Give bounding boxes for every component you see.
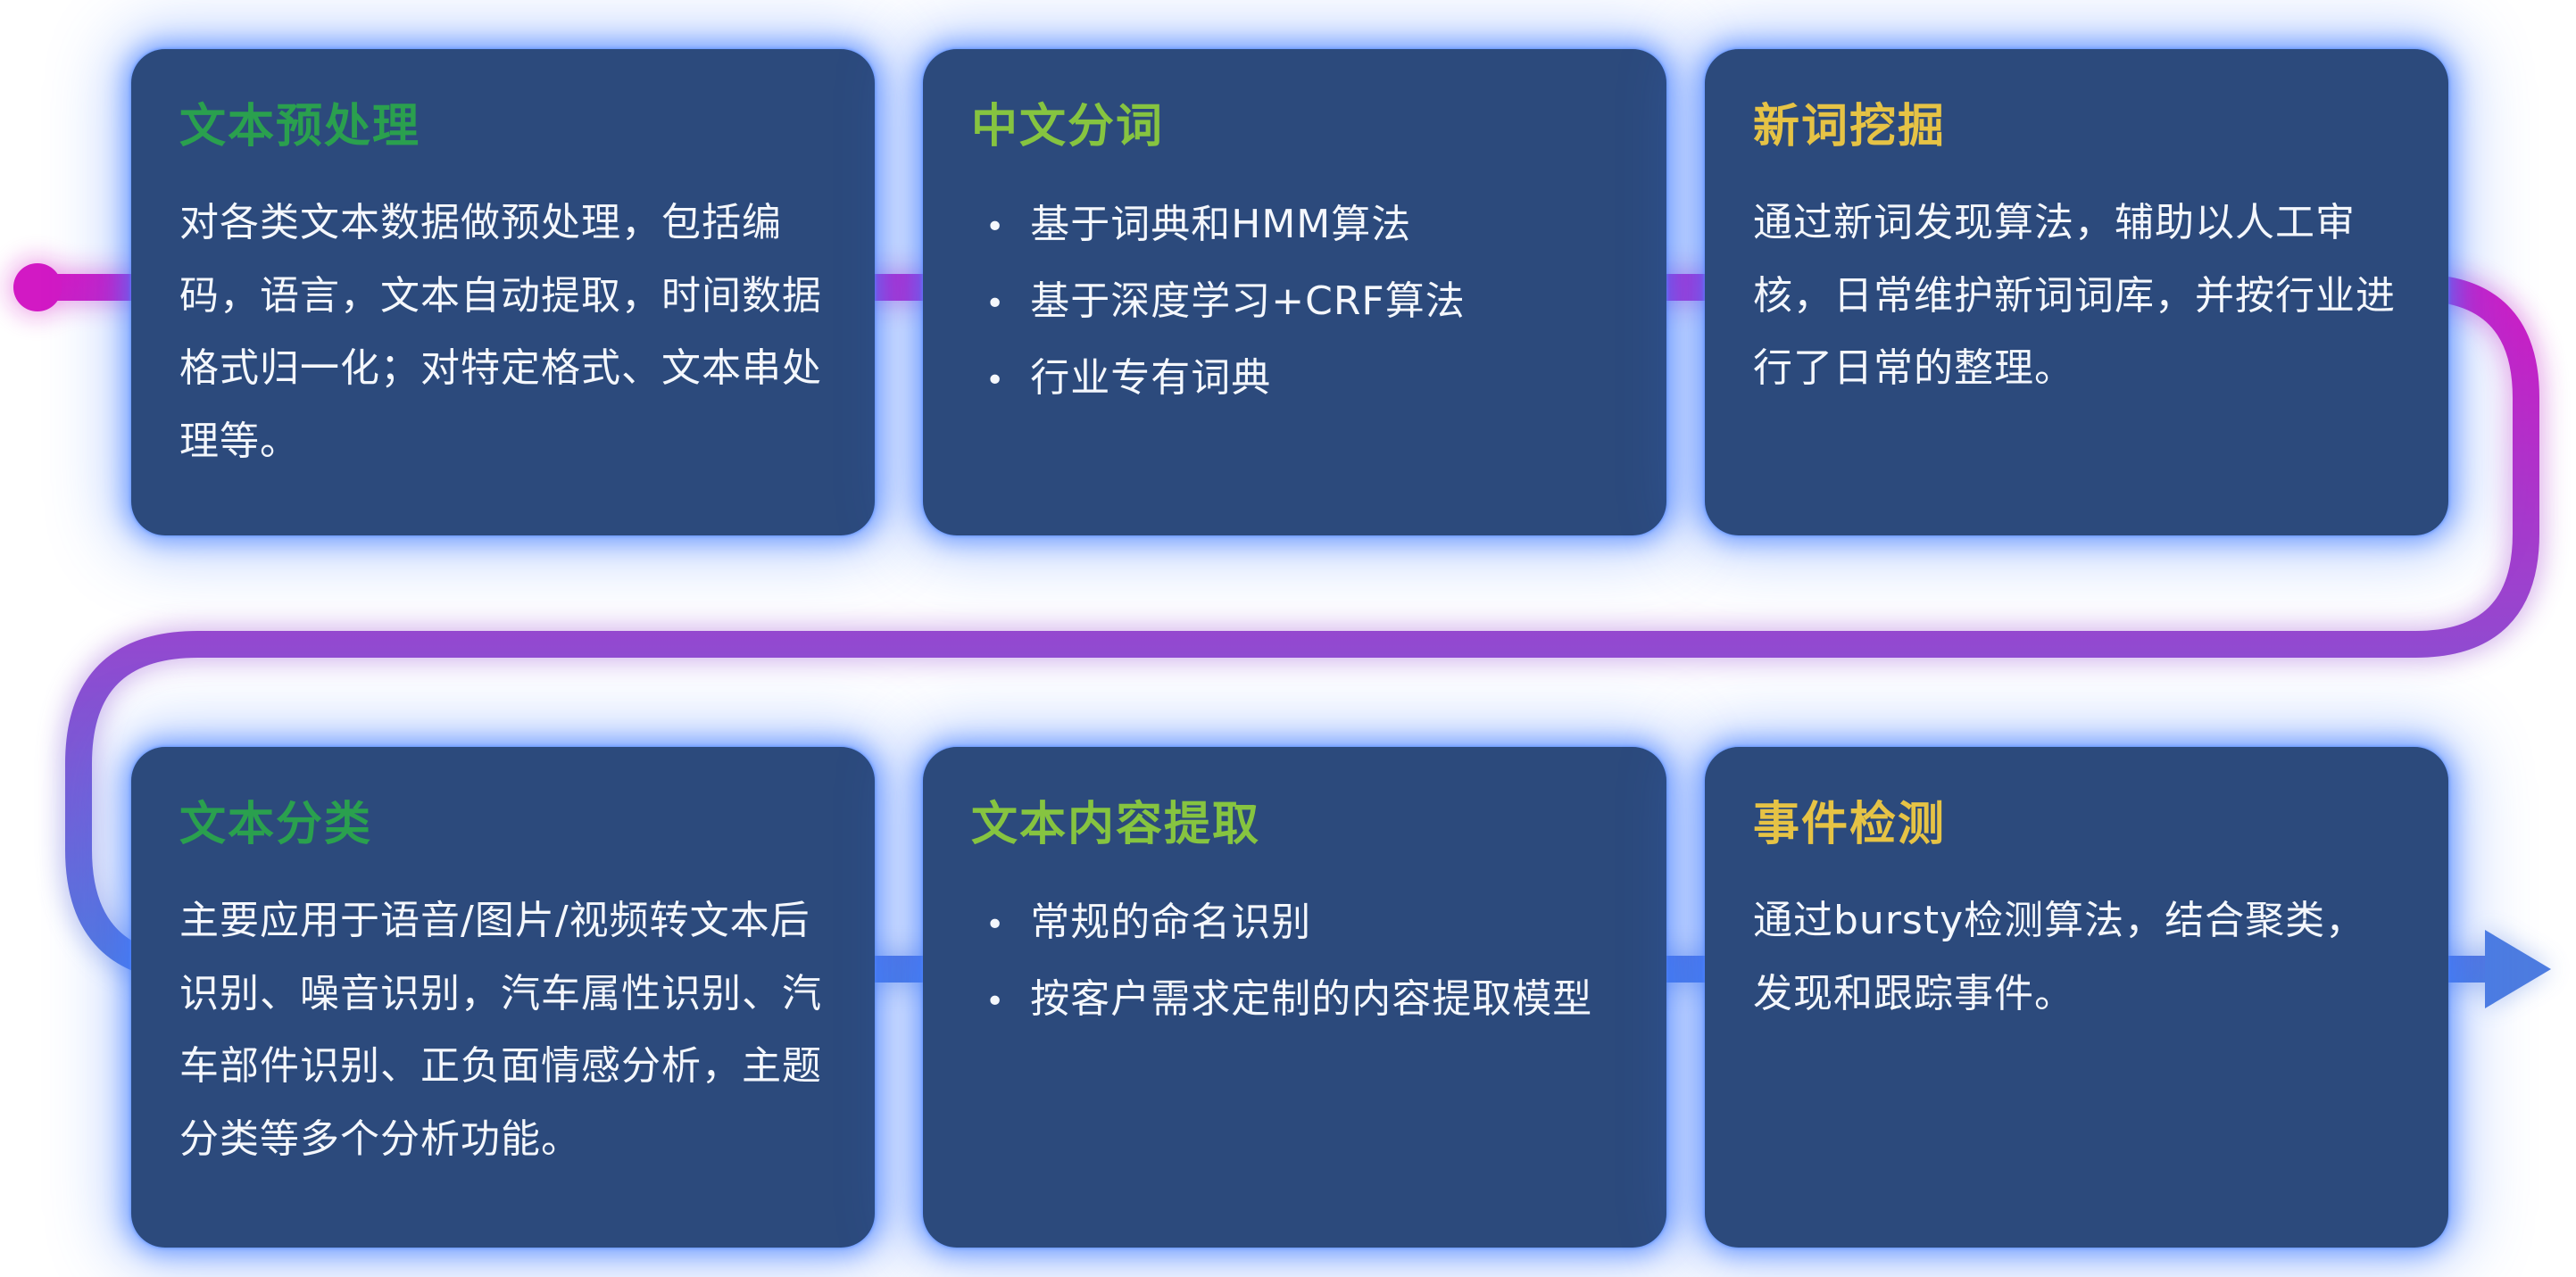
bullet-item: • 行业专有词典 (971, 340, 1620, 417)
bullet-text: 常规的命名识别 (1030, 900, 1312, 946)
bullet-item: • 按客户需求定制的内容提取模型 (971, 961, 1620, 1038)
card-text-content-extraction: 文本内容提取 • 常规的命名识别 • 按客户需求定制的内容提取模型 (923, 747, 1666, 1248)
card-bullet-list: • 基于词典和HMM算法 • 基于深度学习+CRF算法 • 行业专有词典 (971, 187, 1620, 416)
bullet-text: 基于深度学习+CRF算法 (1030, 278, 1466, 325)
card-title: 新词挖掘 (1753, 100, 1947, 153)
card-title: 事件检测 (1753, 798, 1947, 851)
bullet-icon: • (985, 907, 1006, 944)
flow-arrow-icon (2485, 930, 2551, 1008)
card-body-text: 通过bursty检测算法，结合聚类，发现和跟踪事件。 (1753, 898, 2366, 1016)
bullet-item: • 基于词典和HMM算法 (971, 187, 1620, 263)
bullet-icon: • (985, 361, 1006, 399)
card-event-detection: 事件检测 通过bursty检测算法，结合聚类，发现和跟踪事件。 (1705, 747, 2448, 1248)
flow-path (37, 274, 2539, 983)
bullet-item: • 基于深度学习+CRF算法 (971, 263, 1620, 340)
bullet-item: • 常规的命名识别 (971, 884, 1620, 961)
bullet-icon: • (985, 209, 1006, 246)
card-body-text: 对各类文本数据做预处理，包括编码，语言，文本自动提取，时间数据格式归一化；对特定… (179, 200, 822, 464)
card-body-text: 主要应用于语音/图片/视频转文本后识别、噪音识别，汽车属性识别、汽车部件识别、正… (179, 898, 822, 1162)
card-title: 文本预处理 (179, 100, 421, 153)
card-new-word-mining: 新词挖掘 通过新词发现算法，辅助以人工审核，日常维护新词词库，并按行业进行了日常… (1705, 49, 2448, 535)
card-title: 中文分词 (971, 100, 1165, 153)
bullet-text: 行业专有词典 (1030, 354, 1272, 401)
bullet-text: 基于词典和HMM算法 (1030, 202, 1412, 248)
card-body-text: 通过新词发现算法，辅助以人工审核，日常维护新词词库，并按行业进行了日常的整理。 (1753, 200, 2396, 392)
bullet-icon: • (985, 983, 1006, 1021)
bullet-icon: • (985, 286, 1006, 323)
card-bullet-list: • 常规的命名识别 • 按客户需求定制的内容提取模型 (971, 884, 1620, 1038)
card-text-classification: 文本分类 主要应用于语音/图片/视频转文本后识别、噪音识别，汽车属性识别、汽车部… (131, 747, 875, 1248)
card-title: 文本分类 (179, 798, 373, 851)
flow-start-dot (13, 263, 62, 311)
card-title: 文本内容提取 (971, 798, 1261, 851)
bullet-text: 按客户需求定制的内容提取模型 (1030, 976, 1593, 1023)
card-text-preprocessing: 文本预处理 对各类文本数据做预处理，包括编码，语言，文本自动提取，时间数据格式归… (131, 49, 875, 535)
card-chinese-segmentation: 中文分词 • 基于词典和HMM算法 • 基于深度学习+CRF算法 • 行业专有词… (923, 49, 1666, 535)
